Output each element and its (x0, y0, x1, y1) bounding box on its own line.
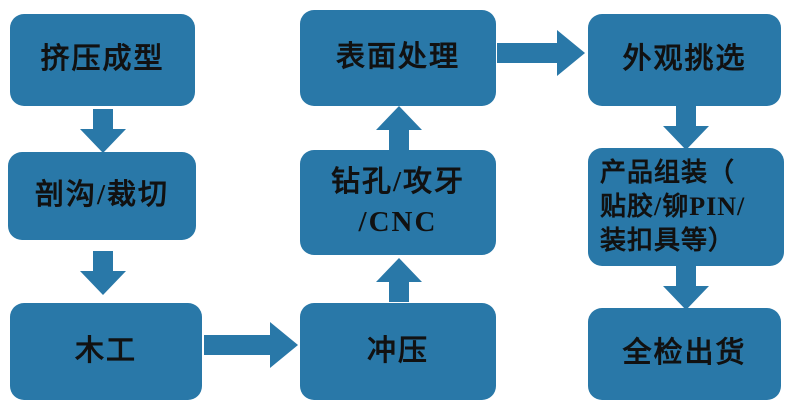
arrow-extrusion-to-grooving-icon (80, 109, 126, 153)
arrow-stamping-to-drilling-icon (376, 258, 422, 302)
arrow-shaft (93, 109, 113, 129)
arrow-head (663, 286, 709, 310)
node-surface-treatment-label: 表面处理 (335, 41, 460, 74)
arrow-head (80, 271, 126, 295)
node-product-assembly: 产品组装（ 贴胶/铆PIN/ 装扣具等） (588, 148, 784, 266)
arrow-shaft (389, 282, 409, 302)
node-stamping-label: 冲压 (366, 334, 429, 367)
node-grooving-cutting: 剖沟/裁切 (8, 152, 196, 240)
node-drilling-tapping-cnc-label: 钻孔/攻牙 /CNC (330, 166, 466, 238)
arrow-head (270, 322, 298, 368)
arrow-head (557, 30, 585, 76)
node-surface-treatment: 表面处理 (300, 10, 496, 106)
arrow-woodworking-to-stamping-icon (204, 322, 298, 368)
arrow-shaft (497, 43, 557, 63)
node-stamping: 冲压 (300, 303, 496, 400)
node-grooving-cutting-label: 剖沟/裁切 (34, 179, 170, 212)
arrow-shaft (204, 335, 270, 355)
arrow-shaft (676, 266, 696, 286)
arrow-grooving-to-woodworking-icon (80, 251, 126, 295)
node-appearance-inspection: 外观挑选 (588, 14, 781, 106)
node-appearance-inspection-label: 外观挑选 (622, 43, 747, 76)
arrow-head (376, 106, 422, 130)
arrow-shaft (93, 251, 113, 271)
arrow-head (80, 129, 126, 153)
arrow-shaft (676, 106, 696, 126)
arrow-appearance-to-assembly-icon (663, 106, 709, 150)
node-extrusion: 挤压成型 (10, 14, 195, 106)
node-woodworking-label: 木工 (74, 334, 137, 367)
node-drilling-tapping-cnc: 钻孔/攻牙 /CNC (300, 150, 496, 255)
arrow-shaft (389, 130, 409, 150)
node-product-assembly-label: 产品组装（ 贴胶/铆PIN/ 装扣具等） (600, 158, 746, 255)
arrow-head (376, 258, 422, 282)
node-full-inspection-shipping: 全检出货 (588, 308, 781, 400)
arrow-assembly-to-shipping-icon (663, 266, 709, 310)
node-extrusion-label: 挤压成型 (40, 43, 165, 76)
arrow-drilling-to-surface-icon (376, 106, 422, 150)
arrow-surface-to-appearance-icon (497, 30, 585, 76)
node-full-inspection-shipping-label: 全检出货 (622, 337, 747, 370)
node-woodworking: 木工 (10, 303, 202, 400)
arrow-head (663, 126, 709, 150)
